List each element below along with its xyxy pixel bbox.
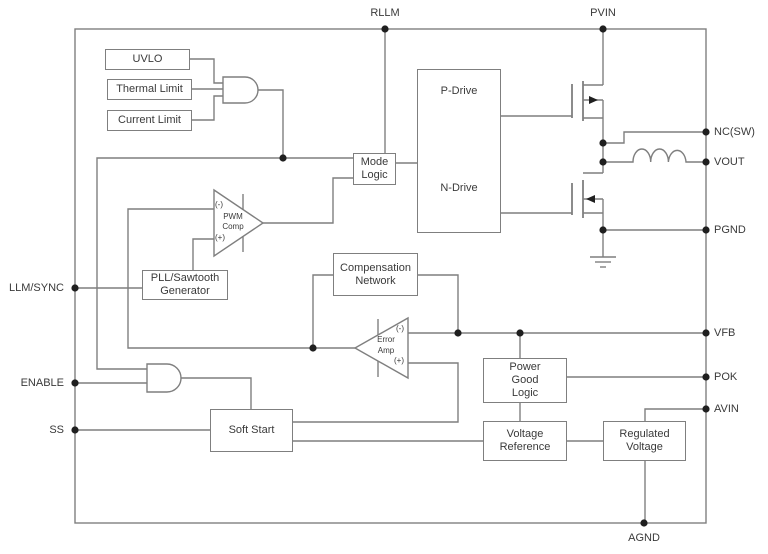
pin-label-vfb: VFB bbox=[714, 327, 736, 339]
pin-label-rllm: RLLM bbox=[370, 7, 400, 19]
block-pll-sawtooth: PLL/Sawtooth Generator bbox=[142, 270, 228, 300]
compensation-line1: Compensation bbox=[340, 261, 411, 274]
n-drive-label: N-Drive bbox=[440, 182, 478, 194]
error-amp-pos-label: (+) bbox=[394, 356, 404, 365]
pll-line2: Generator bbox=[160, 285, 210, 297]
pll-line1: PLL/Sawtooth bbox=[150, 272, 220, 284]
block-uvlo-label: UVLO bbox=[132, 53, 163, 65]
error-amp-neg-label: (-) bbox=[396, 324, 404, 333]
block-voltage-reference: Voltage Reference bbox=[483, 421, 567, 461]
block-uvlo: UVLO bbox=[105, 49, 190, 70]
ic-boundary bbox=[74, 28, 707, 524]
block-compensation-network: Compensation Network bbox=[333, 253, 418, 296]
regulated-voltage-line2: Voltage bbox=[626, 441, 663, 453]
pwm-comp-pos-label: (+) bbox=[215, 233, 225, 242]
pin-label-ss: SS bbox=[49, 424, 64, 436]
block-current-limit-label: Current Limit bbox=[118, 114, 181, 126]
inductor-icon bbox=[603, 148, 706, 163]
power-good-line1: Power bbox=[509, 361, 541, 373]
error-amp-name-line1: Error bbox=[377, 335, 395, 344]
ground-icon bbox=[590, 256, 616, 268]
pin-label-nc-sw: NC(SW) bbox=[714, 126, 755, 138]
power-good-line3: Logic bbox=[511, 387, 539, 399]
block-gate-drive: P-Drive N-Drive bbox=[417, 69, 501, 233]
pin-label-avin: AVIN bbox=[714, 403, 739, 415]
power-good-line2: Good bbox=[511, 374, 539, 386]
pwm-comp-name-line1: PWM bbox=[223, 212, 243, 221]
block-mode-logic: Mode Logic bbox=[353, 153, 396, 185]
block-thermal-limit: Thermal Limit bbox=[107, 79, 192, 100]
pwm-comp-name-line2: Comp bbox=[222, 222, 244, 231]
pin-label-enable: ENABLE bbox=[20, 377, 64, 389]
block-power-good-logic: Power Good Logic bbox=[483, 358, 567, 403]
pwm-comp-neg-label: (-) bbox=[215, 200, 223, 209]
p-drive-label: P-Drive bbox=[440, 85, 478, 97]
nmos-transistor bbox=[571, 180, 595, 218]
and-gate-fault bbox=[222, 76, 259, 104]
mode-logic-line1: Mode bbox=[360, 156, 389, 168]
block-soft-start: Soft Start bbox=[210, 409, 293, 452]
pwm-comparator bbox=[213, 188, 265, 258]
block-current-limit: Current Limit bbox=[107, 110, 192, 131]
error-amp-name-line2: Amp bbox=[377, 346, 395, 355]
block-thermal-limit-label: Thermal Limit bbox=[116, 83, 183, 95]
voltage-reference-line2: Reference bbox=[499, 441, 551, 453]
pin-label-llm-sync: LLM/SYNC bbox=[8, 282, 64, 294]
mode-logic-line2: Logic bbox=[361, 169, 388, 181]
voltage-reference-line1: Voltage bbox=[506, 428, 544, 440]
pin-label-pok: POK bbox=[714, 371, 738, 383]
pin-label-pgnd: PGND bbox=[714, 224, 746, 236]
error-amp bbox=[353, 316, 409, 380]
and-gate-enable bbox=[146, 363, 182, 393]
soft-start-label: Soft Start bbox=[228, 424, 275, 436]
pin-label-pvin: PVIN bbox=[590, 7, 616, 19]
pmos-transistor bbox=[571, 81, 598, 121]
pin-label-agnd: AGND bbox=[628, 532, 660, 544]
pin-label-vout: VOUT bbox=[714, 156, 745, 168]
compensation-line2: Network bbox=[355, 274, 396, 287]
block-regulated-voltage: Regulated Voltage bbox=[603, 421, 686, 461]
junction-dots bbox=[71, 25, 710, 527]
regulated-voltage-line1: Regulated bbox=[619, 428, 670, 440]
